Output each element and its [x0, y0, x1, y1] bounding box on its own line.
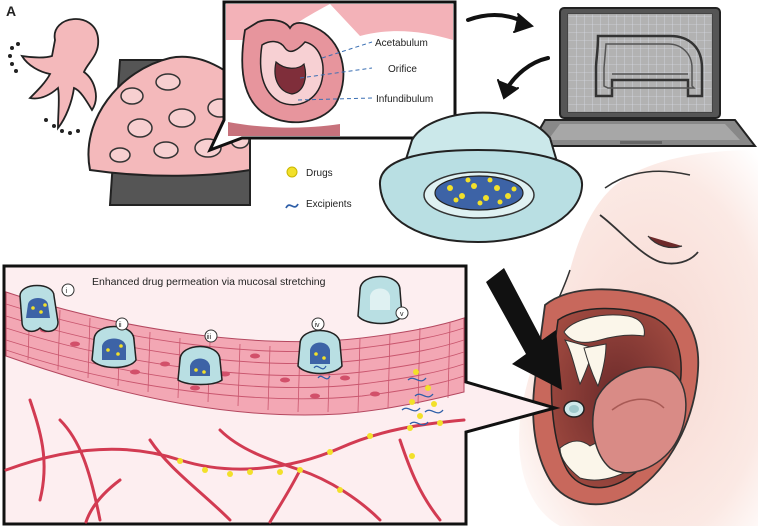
excipient-legend-marker — [285, 203, 299, 209]
step-label-ii: ii — [119, 322, 123, 329]
sucker-cross-section-callout: Acetabulum Orifice Infundibulum — [207, 0, 457, 153]
step-v-device — [357, 275, 409, 325]
excipients-legend-label: Excipients — [306, 199, 352, 210]
mucosa-caption: Enhanced drug permeation via mucosal str… — [92, 276, 326, 288]
step-label-iv: iv — [315, 322, 321, 329]
acetabulum-label: Acetabulum — [375, 38, 428, 49]
face-illustration — [519, 150, 758, 526]
panel-label: A — [6, 3, 16, 19]
process-arrows — [466, 13, 550, 100]
drug-legend-marker — [286, 166, 298, 178]
step-label-i: i — [66, 288, 68, 295]
orifice-label: Orifice — [388, 64, 417, 75]
drugs-legend-label: Drugs — [306, 168, 333, 179]
legend: Drugs Excipients — [285, 166, 352, 210]
step-iii-device — [177, 329, 223, 386]
laptop-icon — [528, 7, 758, 147]
step-ii-device — [91, 317, 137, 369]
infundibulum-label: Infundibulum — [376, 94, 433, 105]
step-i-device — [19, 283, 75, 333]
step-label-v: v — [400, 311, 404, 318]
step-label-iii: iii — [207, 334, 212, 341]
step-iv-device — [297, 317, 343, 380]
mucosa-panel: i ii iii iv v Enhanced drug permeation v… — [2, 264, 561, 526]
suction-patch-device — [378, 111, 584, 244]
application-arrow — [486, 268, 562, 390]
octopus-illustration — [8, 18, 251, 206]
